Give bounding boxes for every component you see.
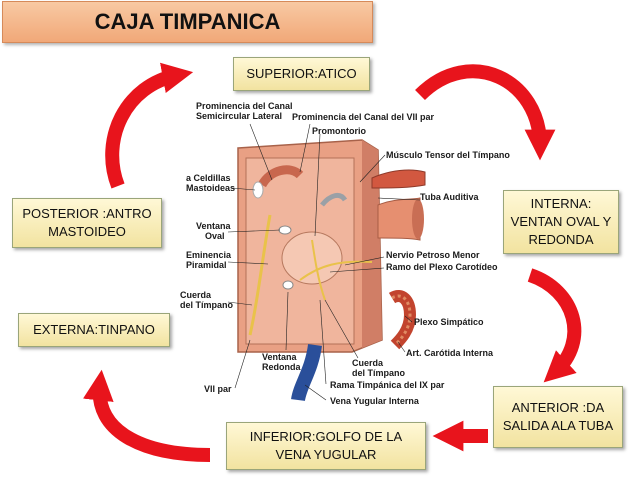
label-ventana: Ventana	[196, 221, 231, 231]
label-ramo: Ramo del Plexo Carotídeo	[386, 262, 498, 272]
label-celdillas: a Celdillas	[186, 173, 231, 183]
label-nervio: Nervio Petroso Menor	[386, 250, 480, 260]
label-cuerda2: Cuerda	[352, 358, 384, 368]
label-cuerda: Cuerda	[180, 290, 212, 300]
label-del-timpano: del Tímpano	[180, 300, 234, 310]
tympanic-cavity-illustration	[227, 123, 426, 402]
arrow-bottom-left	[83, 369, 211, 462]
label-eminencia: Eminencia	[186, 250, 232, 260]
arrow-top-left	[105, 62, 194, 189]
label-plexo: Plexo Simpático	[414, 317, 484, 327]
box-anterior: ANTERIOR :DA SALIDA ALA TUBA	[493, 386, 623, 448]
label-mastoideas: Mastoideas	[186, 183, 236, 193]
label-oval: Oval	[205, 231, 225, 241]
label-vena: Vena Yugular Interna	[330, 396, 419, 406]
arrow-top-right	[415, 64, 556, 161]
label-vii-par: VII par	[204, 384, 232, 394]
label-prominencia-vii: Prominencia del Canal del VII par	[292, 112, 435, 122]
label-tuba: Tuba Auditiva	[420, 192, 479, 202]
box-posterior: POSTERIOR :ANTRO MASTOIDEO	[12, 198, 162, 248]
label-prominencia-canal: Prominencia del Canal	[196, 101, 293, 111]
box-inferior: INFERIOR:GOLFO DE LA VENA YUGULAR	[226, 422, 426, 470]
box-superior: SUPERIOR:ATICO	[233, 57, 370, 91]
label-semicircular: Semicircular Lateral	[196, 111, 283, 121]
page-title: CAJA TIMPANICA	[2, 1, 373, 43]
label-art: Art. Carótida Interna	[406, 348, 494, 358]
label-promontorio: Promontorio	[312, 126, 366, 136]
box-externa: EXTERNA:TINPANO	[18, 313, 170, 347]
box-interna: INTERNA: VENTAN OVAL Y REDONDA	[503, 190, 619, 254]
label-rama: Rama Timpánica del IX par	[330, 380, 445, 390]
arrow-mid-right	[527, 268, 582, 383]
label-ventana2: Ventana	[262, 352, 297, 362]
label-del-timpano2: del Tímpano	[352, 368, 406, 378]
label-musculo: Músculo Tensor del Tímpano	[386, 150, 510, 160]
label-piramidal: Piramidal	[186, 260, 227, 270]
label-redonda: Redonda	[262, 362, 301, 372]
